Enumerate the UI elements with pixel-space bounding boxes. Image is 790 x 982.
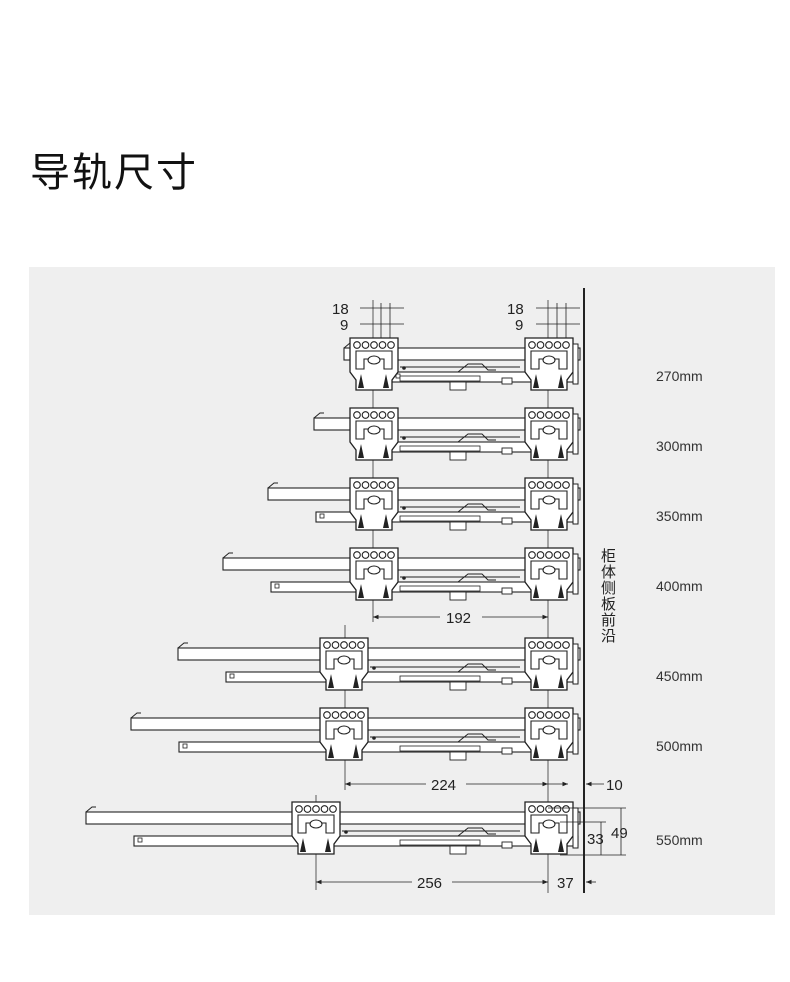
rear-bracket <box>524 547 574 601</box>
rail-500mm <box>130 707 581 761</box>
front-bracket <box>349 407 399 461</box>
front-bracket <box>319 637 369 691</box>
rail-length-label: 450mm <box>656 668 703 684</box>
length-labels: 270mm 300mm 350mm 400mm 450mm 500mm 550mm <box>656 368 703 848</box>
drawing-panel: 柜体侧板前沿 18 9 18 9 192 224 10 <box>29 267 775 915</box>
front-bracket <box>291 801 341 855</box>
rail-upper-profile <box>177 647 581 661</box>
dim-192-label: 192 <box>446 610 471 627</box>
rail-350mm <box>267 477 581 531</box>
top-right-dimension: 18 9 <box>507 301 580 340</box>
rail-length-label: 500mm <box>656 738 703 754</box>
rail-upper-profile <box>267 487 581 501</box>
height-dimensions: 33 49 <box>548 807 628 856</box>
dim-top-right-18: 18 <box>507 301 524 318</box>
rear-bracket <box>524 637 574 691</box>
dim-top-left-9: 9 <box>340 317 348 334</box>
rail-length-label: 300mm <box>656 438 703 454</box>
rear-bracket <box>524 337 574 391</box>
rail-450mm <box>177 637 581 691</box>
rail-length-label: 550mm <box>656 832 703 848</box>
rail-400mm <box>222 547 581 601</box>
front-bracket <box>349 477 399 531</box>
dim-top-right-9: 9 <box>515 317 523 334</box>
dimension-224: 224 10 <box>345 777 623 794</box>
top-left-dimension: 18 9 <box>332 301 404 340</box>
cabinet-front-edge-label: 柜体侧板前沿 <box>599 548 617 644</box>
rail-length-label: 350mm <box>656 508 703 524</box>
rail-upper-profile <box>222 557 581 571</box>
rear-bracket <box>524 707 574 761</box>
dim-37-label: 37 <box>557 875 574 892</box>
front-bracket <box>349 547 399 601</box>
dim-top-left-18: 18 <box>332 301 349 318</box>
reference-lines <box>315 300 549 893</box>
rear-bracket <box>524 801 574 855</box>
rear-bracket <box>524 477 574 531</box>
dim-224-label: 224 <box>431 777 456 794</box>
front-bracket <box>349 337 399 391</box>
rail-270mm <box>343 337 581 391</box>
page-title: 导轨尺寸 <box>30 150 198 196</box>
dim-10-label: 10 <box>606 777 623 794</box>
rear-bracket <box>524 407 574 461</box>
rail-550mm <box>85 801 581 855</box>
rail-length-label: 400mm <box>656 578 703 594</box>
rail-dimension-diagram: 柜体侧板前沿 18 9 18 9 192 224 10 <box>85 288 703 893</box>
dimension-256: 256 37 <box>316 875 596 892</box>
rail-lower-profile <box>178 741 579 753</box>
rails-group <box>85 337 581 855</box>
dim-33-label: 33 <box>587 831 604 848</box>
rail-upper-profile <box>343 347 581 361</box>
dim-49-label: 49 <box>611 825 628 842</box>
front-bracket <box>319 707 369 761</box>
dim-256-label: 256 <box>417 875 442 892</box>
rail-300mm <box>313 407 581 461</box>
dimension-192: 192 <box>373 610 548 627</box>
rail-length-label: 270mm <box>656 368 703 384</box>
